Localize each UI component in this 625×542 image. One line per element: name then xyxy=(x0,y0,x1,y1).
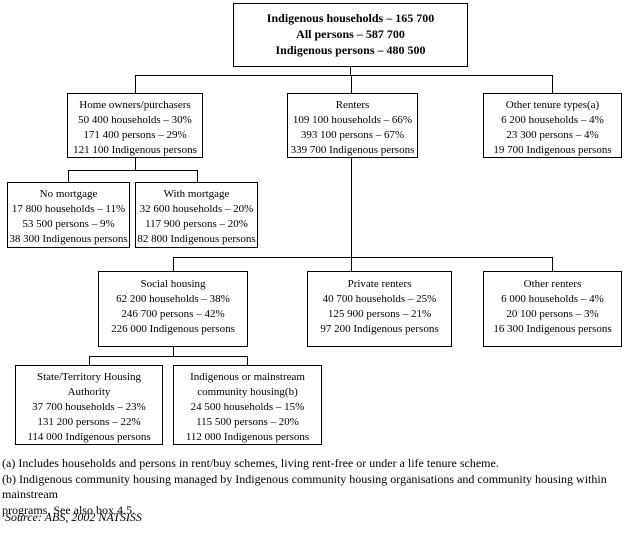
connector-social-housing-rail xyxy=(89,356,248,357)
node-line: Authority xyxy=(67,386,111,398)
node-line: 40 700 households – 25% xyxy=(322,293,437,305)
connector-mortgage-rail xyxy=(68,170,198,171)
node-line: 226 000 Indigenous persons xyxy=(111,323,235,335)
node-line: 53 500 persons – 9% xyxy=(22,218,115,230)
node-home-owners: Home owners/purchasers 50 400 households… xyxy=(67,93,203,158)
node-private-renters: Private renters 40 700 households – 25% … xyxy=(307,271,452,347)
node-line: Private renters xyxy=(347,278,412,290)
connector-social-housing-drop xyxy=(173,257,174,271)
node-line: 23 300 persons – 4% xyxy=(506,129,599,141)
node-line: 114 000 Indigenous persons xyxy=(27,431,151,443)
node-line: Other tenure types(a) xyxy=(505,99,600,111)
connector-other-renters-drop xyxy=(552,257,553,271)
node-line: With mortgage xyxy=(163,188,230,200)
node-line: 6 200 households – 4% xyxy=(501,114,604,126)
node-social-housing: Social housing 62 200 households – 38% 2… xyxy=(98,271,248,347)
source-citation: Source: ABS, 2002 NATSISS xyxy=(5,510,142,524)
connector-root-stem xyxy=(350,67,351,75)
node-line: 109 100 households – 66% xyxy=(292,114,413,126)
footnote-a: (a) Includes households and persons in r… xyxy=(2,456,499,470)
node-line: 339 700 Indigenous persons xyxy=(290,144,415,156)
node-line: 117 900 persons – 20% xyxy=(145,218,248,230)
connector-renters-drop xyxy=(351,75,352,93)
node-line: Social housing xyxy=(140,278,206,290)
node-line: All persons – 587 700 xyxy=(296,27,405,41)
node-line: 97 200 Indigenous persons xyxy=(320,323,439,335)
node-line: 246 700 persons – 42% xyxy=(121,308,225,320)
node-line: 121 100 Indigenous persons xyxy=(73,144,197,156)
footnotes: (a) Includes households and persons in r… xyxy=(2,456,623,518)
node-line: Indigenous persons – 480 500 xyxy=(275,43,426,57)
node-root-indigenous-households: Indigenous households – 165 700 All pers… xyxy=(233,3,468,67)
connector-social-housing-stem xyxy=(173,347,174,356)
node-line: Indigenous households – 165 700 xyxy=(266,11,435,25)
node-line: 171 400 persons – 29% xyxy=(83,129,187,141)
connector-level2-rail xyxy=(135,75,553,76)
node-line: 6 000 households – 4% xyxy=(501,293,604,305)
node-line: 393 100 persons – 67% xyxy=(300,129,405,141)
node-line: 32 600 households – 20% xyxy=(139,203,254,215)
connector-renter-types-rail xyxy=(173,257,553,258)
node-line: 62 200 households – 38% xyxy=(116,293,230,305)
node-line: 37 700 households – 23% xyxy=(32,401,146,413)
connector-home-owners-drop xyxy=(135,75,136,93)
connector-no-mortgage-drop xyxy=(68,170,69,182)
footnote-b: (b) Indigenous community housing managed… xyxy=(2,471,607,502)
node-line: 16 300 Indigenous persons xyxy=(493,323,612,335)
node-line: State/Territory Housing xyxy=(36,371,142,383)
node-line: Home owners/purchasers xyxy=(79,99,191,111)
node-other-renters: Other renters 6 000 households – 4% 20 1… xyxy=(483,271,622,347)
node-line: 19 700 Indigenous persons xyxy=(493,144,612,156)
node-line: Renters xyxy=(335,99,370,111)
connector-other-tenure-drop xyxy=(552,75,553,93)
connector-community-housing-drop xyxy=(247,356,248,365)
node-line: community housing(b) xyxy=(197,386,298,398)
connector-private-renters-drop xyxy=(351,257,352,271)
node-line: No mortgage xyxy=(39,188,98,200)
node-line: 125 900 persons – 21% xyxy=(327,308,432,320)
connector-with-mortgage-drop xyxy=(197,170,198,182)
node-line: 50 400 households – 30% xyxy=(78,114,192,126)
node-line: 112 000 Indigenous persons xyxy=(185,431,310,443)
connector-renters-stem xyxy=(351,158,352,257)
node-line: 20 100 persons – 3% xyxy=(506,308,599,320)
node-community-housing: Indigenous or mainstream community housi… xyxy=(173,365,322,445)
node-line: Other renters xyxy=(523,278,582,290)
node-line: 17 800 households – 11% xyxy=(11,203,126,215)
footnote-b-continued: programs. See also box 4.5. xyxy=(2,502,135,517)
node-line: Indigenous or mainstream xyxy=(190,371,305,383)
node-other-tenure-types: Other tenure types(a) 6 200 households –… xyxy=(483,93,622,158)
node-no-mortgage: No mortgage 17 800 households – 11% 53 5… xyxy=(7,182,130,248)
node-line: 38 300 Indigenous persons xyxy=(9,233,128,245)
node-with-mortgage: With mortgage 32 600 households – 20% 11… xyxy=(135,182,258,248)
connector-home-owners-stem xyxy=(135,158,136,170)
node-line: 131 200 persons – 22% xyxy=(37,416,141,428)
node-renters: Renters 109 100 households – 66% 393 100… xyxy=(287,93,418,158)
node-line: 24 500 households – 15% xyxy=(190,401,305,413)
node-line: 115 500 persons – 20% xyxy=(196,416,299,428)
connector-state-territory-drop xyxy=(89,356,90,365)
node-state-territory-housing: State/Territory Housing Authority 37 700… xyxy=(15,365,163,445)
node-line: 82 800 Indigenous persons xyxy=(137,233,256,245)
